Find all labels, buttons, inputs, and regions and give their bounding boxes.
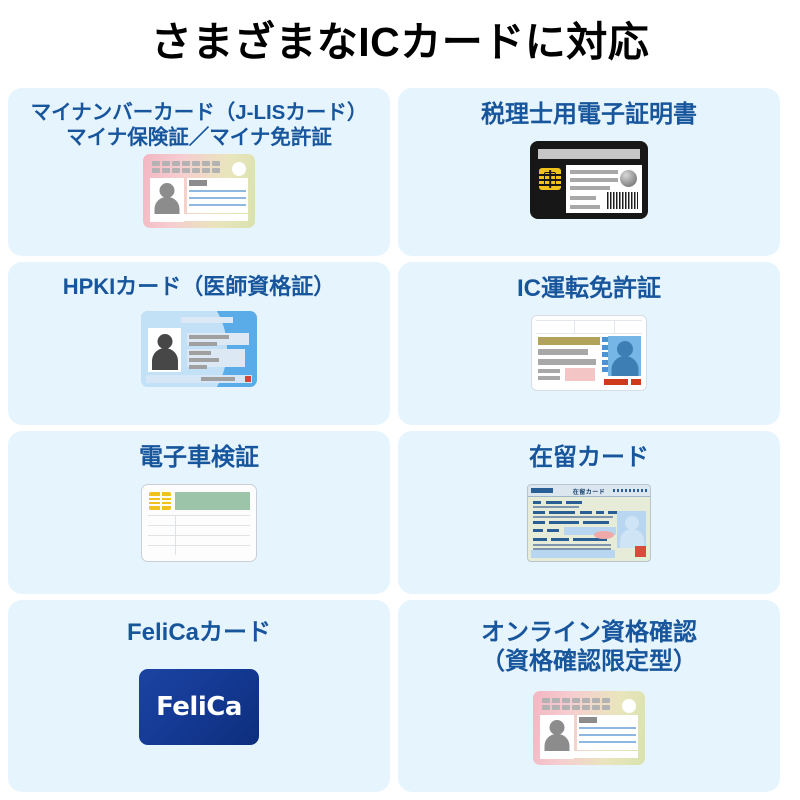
black-ic-card-illustration <box>530 141 648 220</box>
card-dot-grid <box>152 161 220 173</box>
hologram-sphere-icon <box>620 170 637 188</box>
my-number-card-illustration <box>533 690 645 765</box>
header-grid <box>536 320 642 335</box>
vehicle-inspection-card-illustration <box>141 484 257 563</box>
drivers-license-illustration <box>531 315 647 392</box>
card-cell-electronic-vehicle-inspection-certificate: 電子車検証 <box>8 431 390 594</box>
page-title: さまざまなICカードに対応 <box>150 19 650 65</box>
green-title-band <box>175 492 250 511</box>
card-grid: マイナンバーカード（J-LISカード） マイナ保険証／マイナ免許証 <box>8 88 780 792</box>
card-cell-my-number-card: マイナンバーカード（J-LISカード） マイナ保険証／マイナ免許証 <box>8 88 390 256</box>
card-title: HPKIカード（医師資格証） <box>62 274 336 299</box>
portrait-photo <box>148 327 181 372</box>
magnetic-stripe <box>538 149 640 160</box>
card-cell-tax-accountant-certificate: 税理士用電子証明書 <box>398 88 780 256</box>
ic-chip-icon <box>149 492 171 511</box>
card-cell-hpki-card: HPKIカード（医師資格証） <box>8 262 390 425</box>
hologram-circle-icon <box>622 698 636 713</box>
red-marker-icon <box>245 375 251 382</box>
card-title: 在留カード <box>529 444 649 471</box>
hologram-circle-icon <box>232 162 246 176</box>
felica-card-illustration: FeliCa <box>139 669 259 746</box>
portrait-photo <box>617 511 646 549</box>
card-dot-grid <box>542 697 610 710</box>
highlight-bar <box>538 337 600 346</box>
security-dots <box>602 337 609 373</box>
pink-oval-marker <box>594 531 614 540</box>
card-info-panel <box>566 165 642 214</box>
residence-card-label: 在留カード <box>572 489 606 496</box>
card-cell-online-qualification-check: オンライン資格確認 （資格確認限定型） <box>398 600 780 792</box>
card-info-panel <box>577 714 638 750</box>
card-cell-felica-card: FeliCaカード FeliCa <box>8 600 390 792</box>
card-title: IC運転免許証 <box>517 275 661 302</box>
card-footer-band <box>146 374 252 383</box>
card-info-panel <box>187 178 248 213</box>
card-header: 在留カード <box>528 485 650 498</box>
felica-logo-text: FeliCa <box>156 692 242 723</box>
card-cell-residence-card: 在留カード 在留カード <box>398 431 780 594</box>
residence-card-illustration: 在留カード <box>527 484 651 563</box>
card-title: 電子車検証 <box>139 444 259 471</box>
blue-id-card-illustration <box>141 310 257 387</box>
card-title: マイナンバーカード（J-LISカード） マイナ保険証／マイナ免許証 <box>30 101 368 149</box>
barcode-icon <box>607 192 638 210</box>
red-stamp-icon <box>635 546 646 558</box>
my-number-card-illustration <box>143 154 255 228</box>
portrait-photo <box>608 336 641 377</box>
ic-chip-icon <box>539 168 561 191</box>
card-title: 税理士用電子証明書 <box>481 101 697 128</box>
card-cell-ic-drivers-license: IC運転免許証 <box>398 262 780 425</box>
card-title: FeliCaカード <box>126 619 272 646</box>
card-title: オンライン資格確認 （資格確認限定型） <box>481 619 697 676</box>
